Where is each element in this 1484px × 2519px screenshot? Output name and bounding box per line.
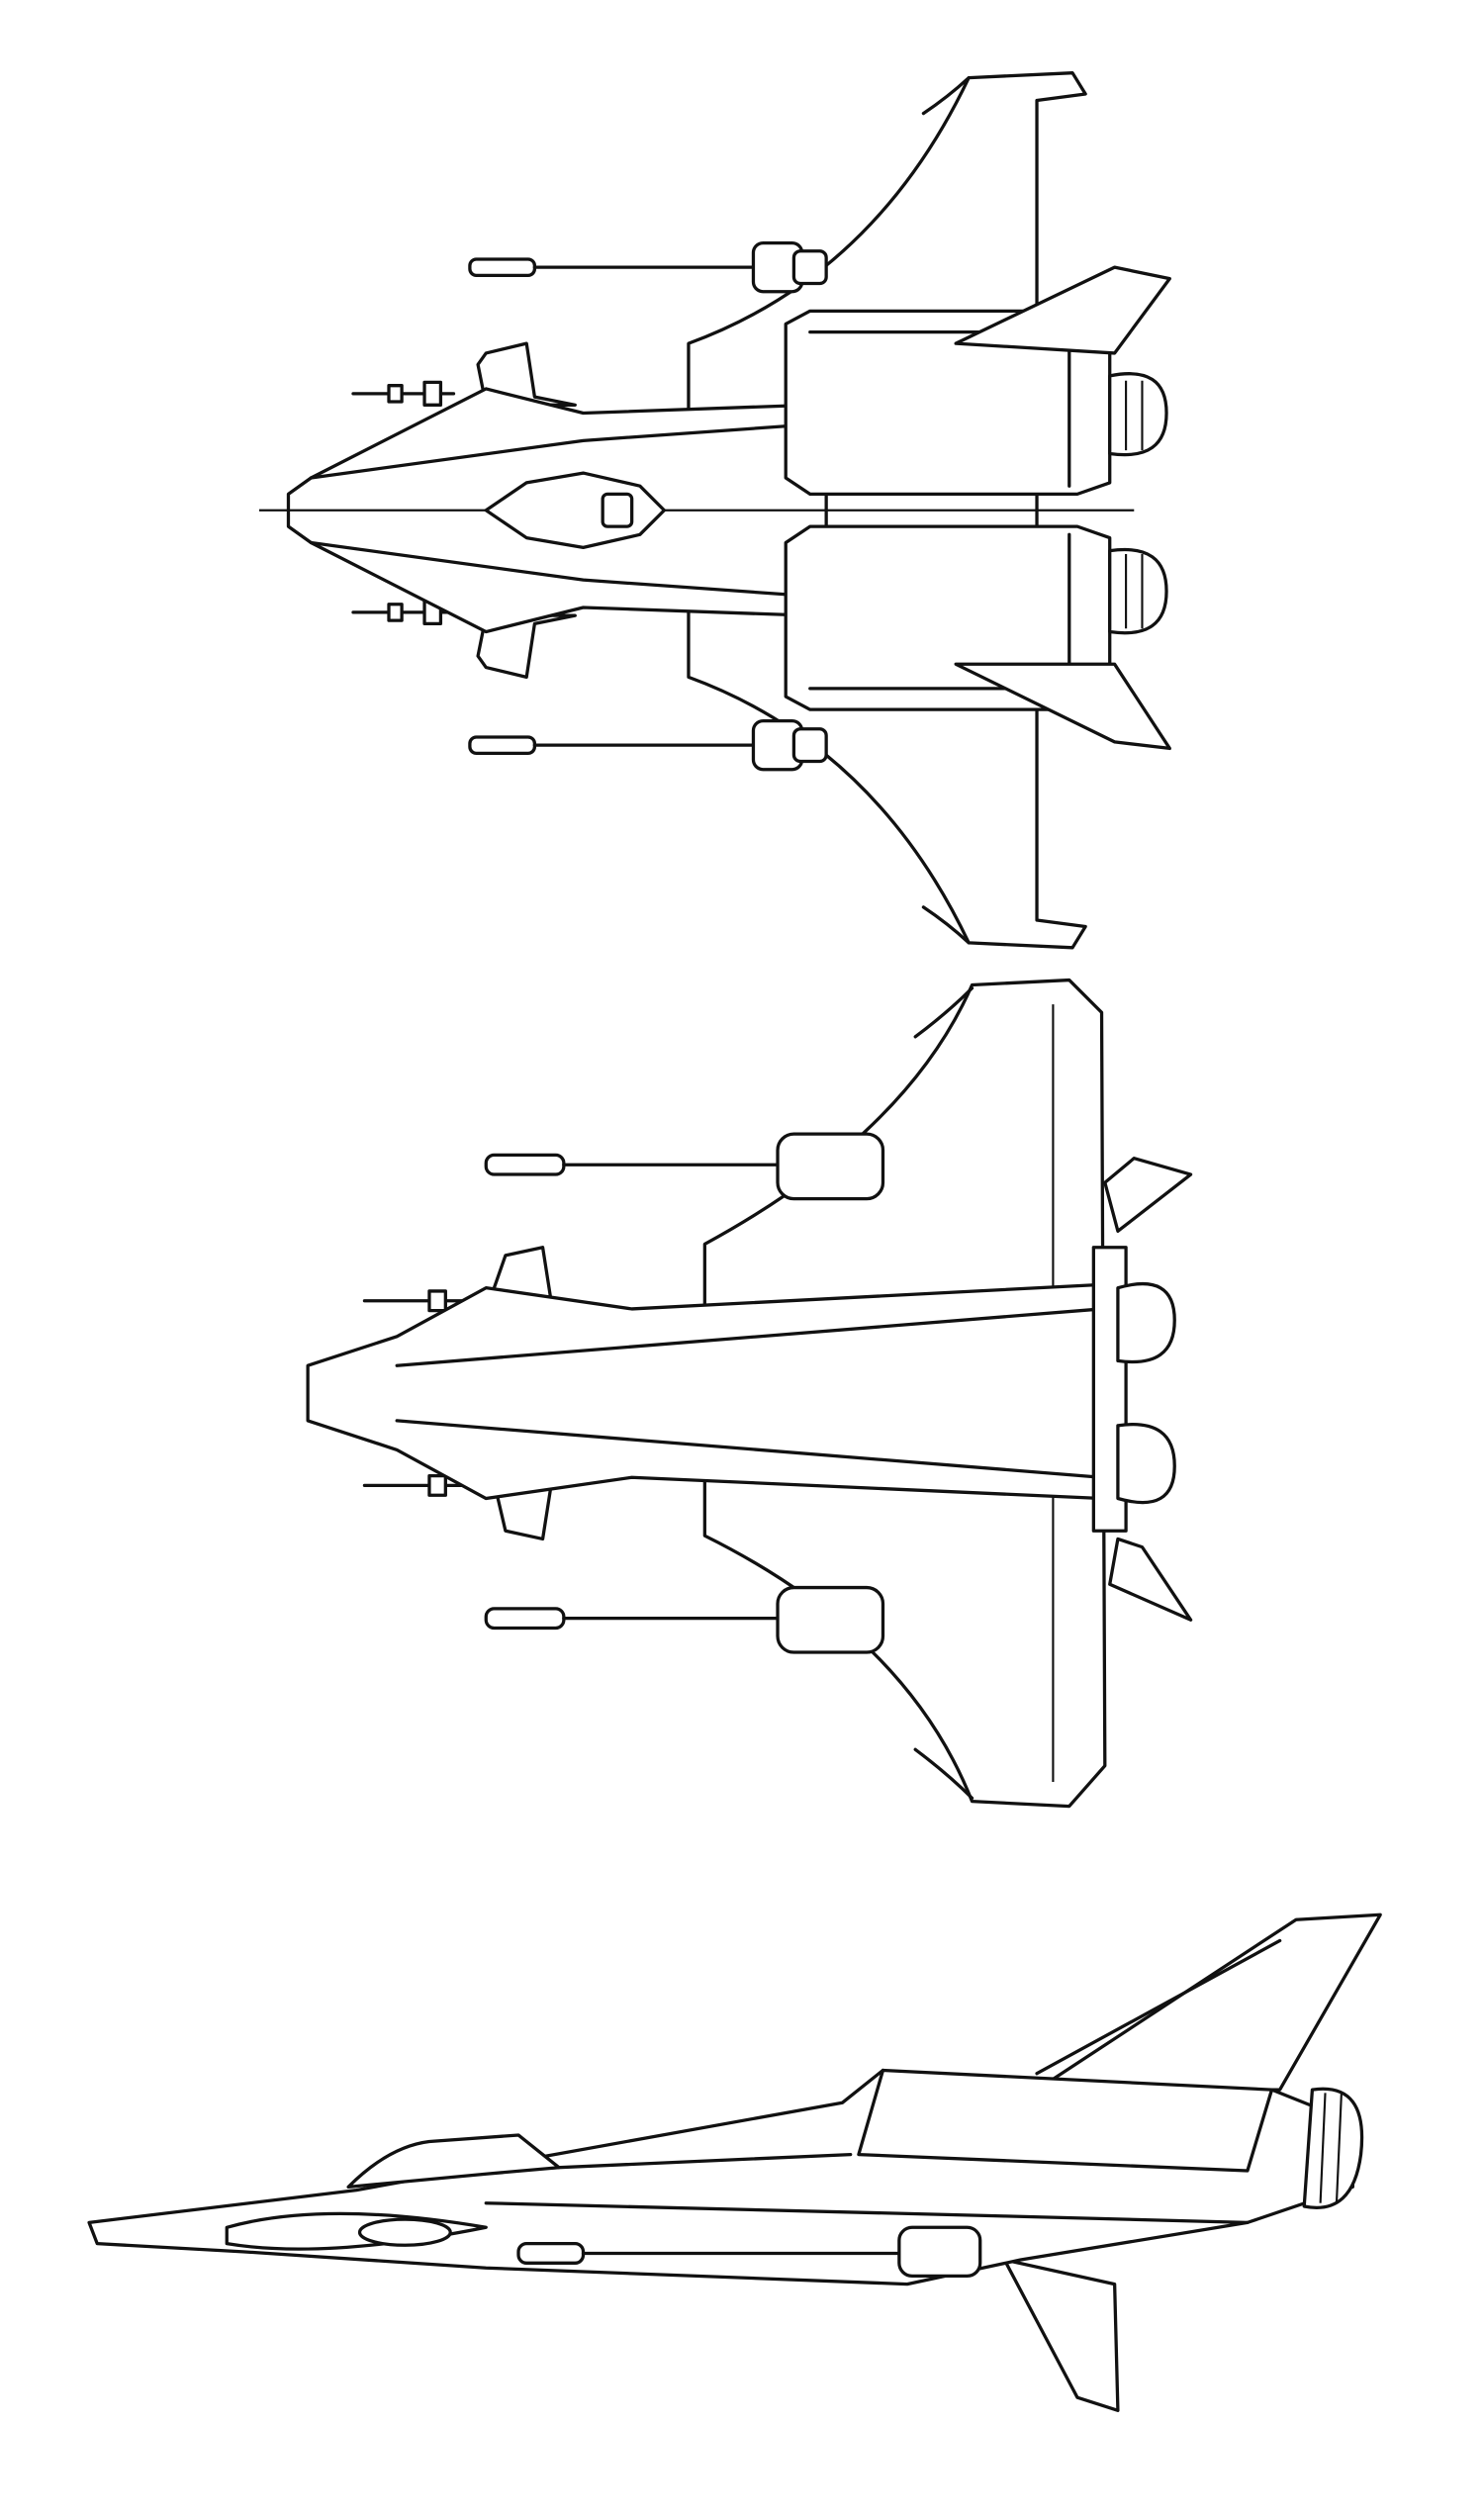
- tail-fin-lower: [1108, 1537, 1193, 1622]
- exhaust-nozzles: [1091, 1246, 1176, 1533]
- bottom-view: [306, 978, 1193, 1809]
- engine-nacelle-upper: [784, 309, 1112, 497]
- side-view: [87, 1913, 1382, 2412]
- missile: [516, 2225, 982, 2279]
- missile-upper: [484, 1132, 885, 1201]
- exhaust-nozzle: [1302, 2087, 1364, 2209]
- ventral-fin: [1002, 2258, 1120, 2412]
- tail-fin-upper: [1103, 1157, 1193, 1233]
- cockpit-canopy: [484, 471, 667, 550]
- tail-fin-upper: [954, 265, 1171, 355]
- missile-lower: [484, 1585, 885, 1654]
- exhaust-nozzles: [1108, 372, 1168, 635]
- guns: [362, 1289, 464, 1497]
- vertical-tail: [1035, 1913, 1382, 2092]
- tail-fin-lower: [954, 662, 1171, 751]
- missile-lower: [468, 718, 828, 772]
- top-view: [259, 71, 1171, 950]
- cockpit-canopy: [346, 2133, 561, 2189]
- wingtip-lower: [921, 905, 971, 945]
- missile-upper: [468, 240, 828, 294]
- wingtip-upper: [921, 75, 971, 116]
